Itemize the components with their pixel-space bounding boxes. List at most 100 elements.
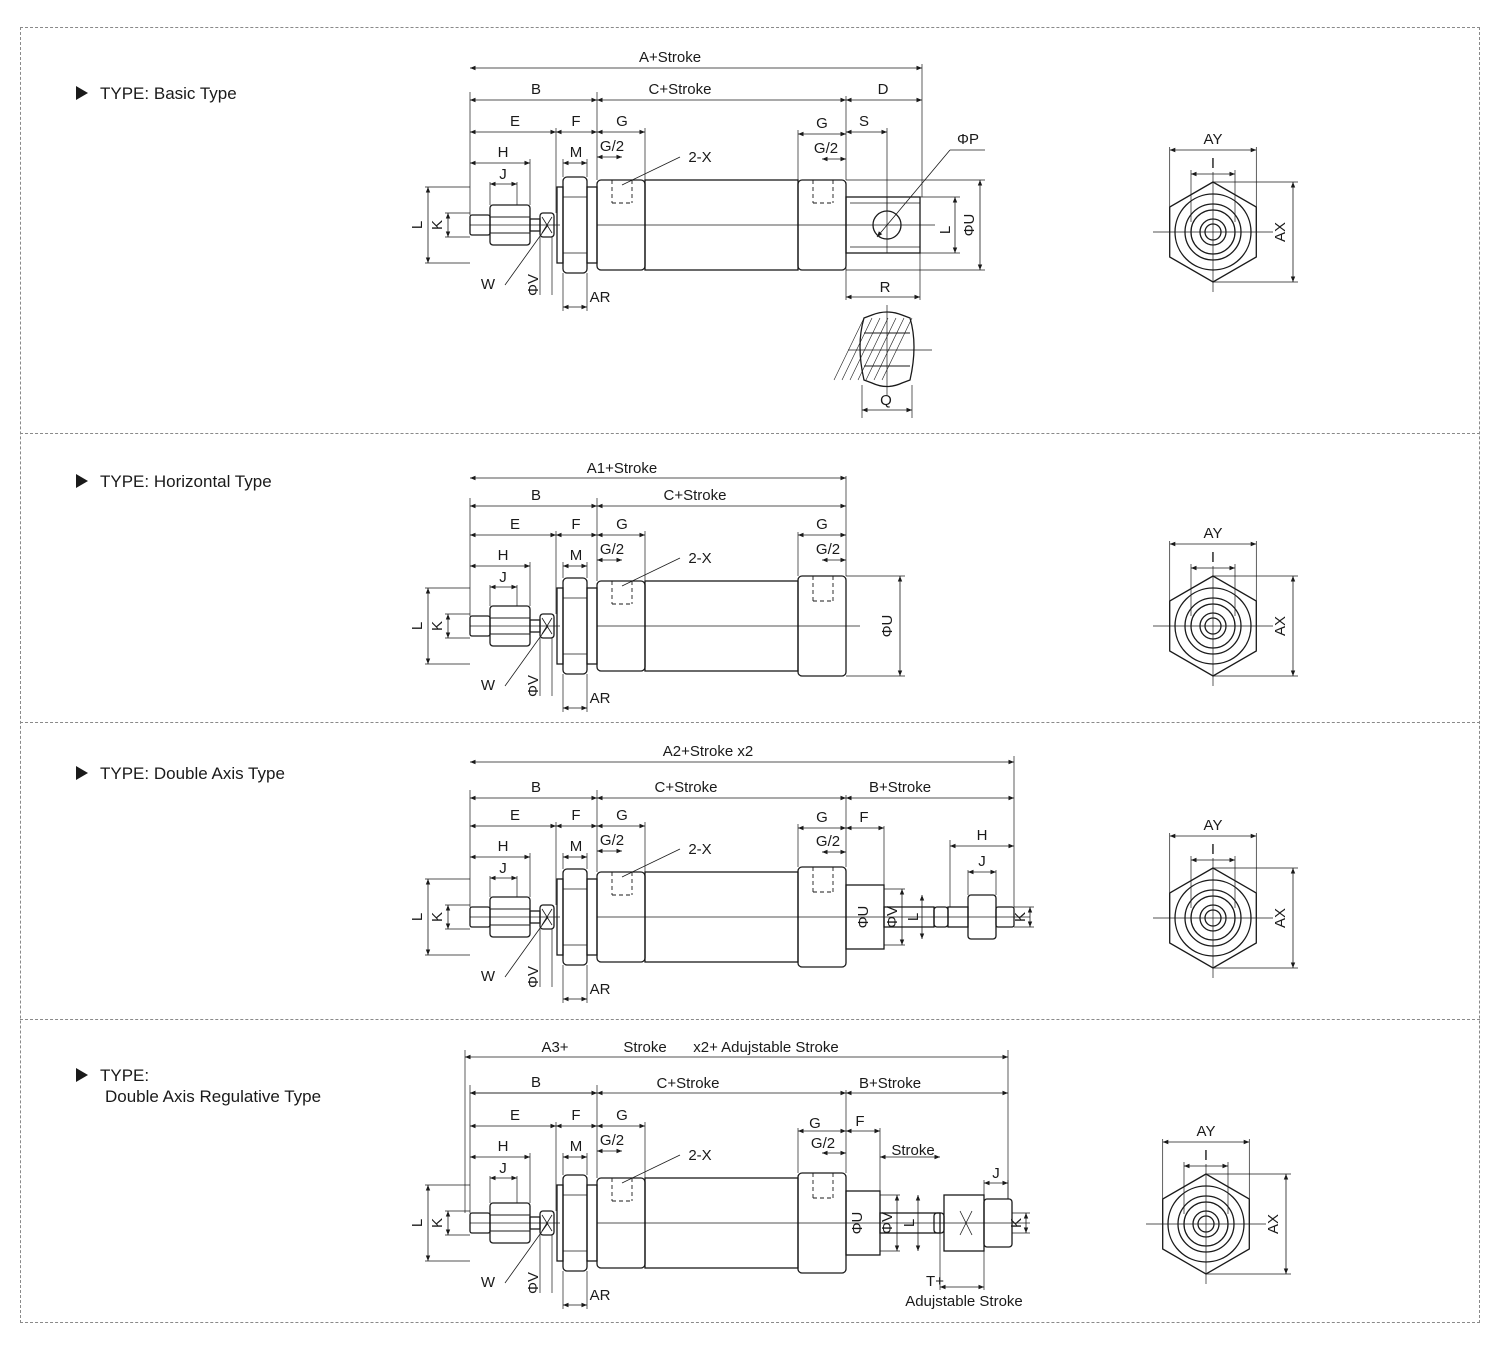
dim-label-B-stroke: B+Stroke <box>869 779 931 796</box>
dim-label-W: W <box>481 1274 496 1291</box>
dim-label-stroke: Stroke <box>891 1142 934 1159</box>
dim-label-G-half: G/2 <box>816 833 840 850</box>
dim-label-stroke-x2-adjustable: x2+ Adujstable Stroke <box>693 1039 839 1056</box>
dim-label-L: L <box>905 913 922 921</box>
dim-label-S: S <box>859 113 869 130</box>
hatch-line <box>857 317 889 381</box>
dim-label-M: M <box>570 144 583 161</box>
hatch-line <box>841 317 873 381</box>
dim-label-L: L <box>409 221 426 229</box>
dim-label-V: ΦV <box>525 1272 542 1294</box>
dim-label-V: ΦV <box>525 274 542 296</box>
type-label-horizontal: TYPE: Horizontal Type <box>76 471 272 492</box>
dim-label-B: B <box>531 1074 541 1091</box>
dim-label-G-half: G/2 <box>600 832 624 849</box>
dim-label-A-stroke: A+Stroke <box>639 49 701 66</box>
dim-label-J: J <box>499 569 507 586</box>
dim-label-V: ΦV <box>525 966 542 988</box>
dim-label-B: B <box>531 81 541 98</box>
section-divider <box>20 1019 1480 1020</box>
bullet-triangle-icon <box>76 766 88 780</box>
dim-label-A2-stroke: A2+Stroke x2 <box>663 743 753 760</box>
type-label-basic: TYPE: Basic Type <box>76 83 237 104</box>
dim-label-I: I <box>1211 155 1215 172</box>
dim-label-J: J <box>499 1160 507 1177</box>
dim-label-AR: AR <box>590 289 611 306</box>
dim-label-U: ΦU <box>849 1212 866 1235</box>
dim-label-2X: 2-X <box>688 550 711 567</box>
dim-label-G: G <box>616 516 628 533</box>
section-divider <box>20 722 1480 723</box>
dim-label-K: K <box>429 220 446 230</box>
dim-label-W: W <box>481 276 496 293</box>
dim-label-F: F <box>571 807 580 824</box>
dim-label-L: L <box>409 1219 426 1227</box>
dim-label-C-stroke: C+Stroke <box>657 1075 720 1092</box>
leader-line <box>621 1154 681 1184</box>
leader-line <box>621 557 681 587</box>
dim-label-G-half: G/2 <box>816 541 840 558</box>
dim-label-G: G <box>616 113 628 130</box>
bullet-triangle-icon <box>76 474 88 488</box>
dim-label-B: B <box>531 779 541 796</box>
type-label-double-axis-regulative: TYPE: Double Axis Regulative Type <box>76 1065 321 1107</box>
dim-label-K: K <box>1012 912 1029 922</box>
dim-label-F: F <box>859 809 868 826</box>
dim-label-AX: AX <box>1272 908 1289 928</box>
dim-label-V: ΦV <box>879 1212 896 1234</box>
dim-label-E: E <box>510 113 520 130</box>
hatch-line <box>865 317 897 381</box>
drawing-line <box>541 1214 553 1232</box>
rod-flat <box>539 212 555 238</box>
drawing-frame <box>20 27 1480 1323</box>
dim-label-L: L <box>901 1219 918 1227</box>
dim-label-D: D <box>878 81 889 98</box>
dim-label-AY: AY <box>1197 1123 1216 1140</box>
dim-label-C-stroke: C+Stroke <box>664 487 727 504</box>
dim-label-F: F <box>571 1107 580 1124</box>
bullet-triangle-icon <box>76 1068 88 1082</box>
dim-label-G: G <box>616 1107 628 1124</box>
dim-label-E: E <box>510 516 520 533</box>
dim-label-K: K <box>429 621 446 631</box>
dim-label-AY: AY <box>1204 817 1223 834</box>
dim-label-G-half: G/2 <box>811 1135 835 1152</box>
dim-label-G: G <box>816 809 828 826</box>
dim-label-AR: AR <box>590 1287 611 1304</box>
dim-label-J: J <box>992 1165 1000 1182</box>
dim-label-A3: A3+ <box>541 1039 568 1056</box>
front-thread <box>586 186 598 264</box>
dim-label-AY: AY <box>1204 525 1223 542</box>
front-thread <box>556 1184 564 1262</box>
leader-line <box>621 156 681 186</box>
dim-label-C-stroke: C+Stroke <box>649 81 712 98</box>
leader-line <box>504 1222 549 1284</box>
dim-label-B: B <box>531 487 541 504</box>
dim-label-R: R <box>880 279 891 296</box>
dim-label-W: W <box>481 677 496 694</box>
dim-label-G-half: G/2 <box>600 138 624 155</box>
front-thread <box>556 587 564 665</box>
hatch-line <box>873 317 905 381</box>
dim-label-AY: AY <box>1204 131 1223 148</box>
rod-flat <box>539 904 555 930</box>
dim-label-V: ΦV <box>884 906 901 928</box>
dim-label-G: G <box>816 516 828 533</box>
dim-label-K: K <box>429 912 446 922</box>
dim-label-2X: 2-X <box>688 841 711 858</box>
dim-label-H: H <box>498 144 509 161</box>
dim-label-K: K <box>429 1218 446 1228</box>
dim-label-J: J <box>499 860 507 877</box>
dim-label-L: L <box>409 622 426 630</box>
leader-line <box>504 916 549 978</box>
front-thread <box>556 878 564 956</box>
dim-label-G: G <box>616 807 628 824</box>
dim-label-I: I <box>1204 1147 1208 1164</box>
dim-label-H: H <box>498 547 509 564</box>
dim-label-E: E <box>510 807 520 824</box>
dim-label-Q: Q <box>880 392 892 409</box>
dim-label-AR: AR <box>590 690 611 707</box>
dim-label-U: ΦU <box>961 214 978 237</box>
mounting-nut <box>562 577 588 675</box>
